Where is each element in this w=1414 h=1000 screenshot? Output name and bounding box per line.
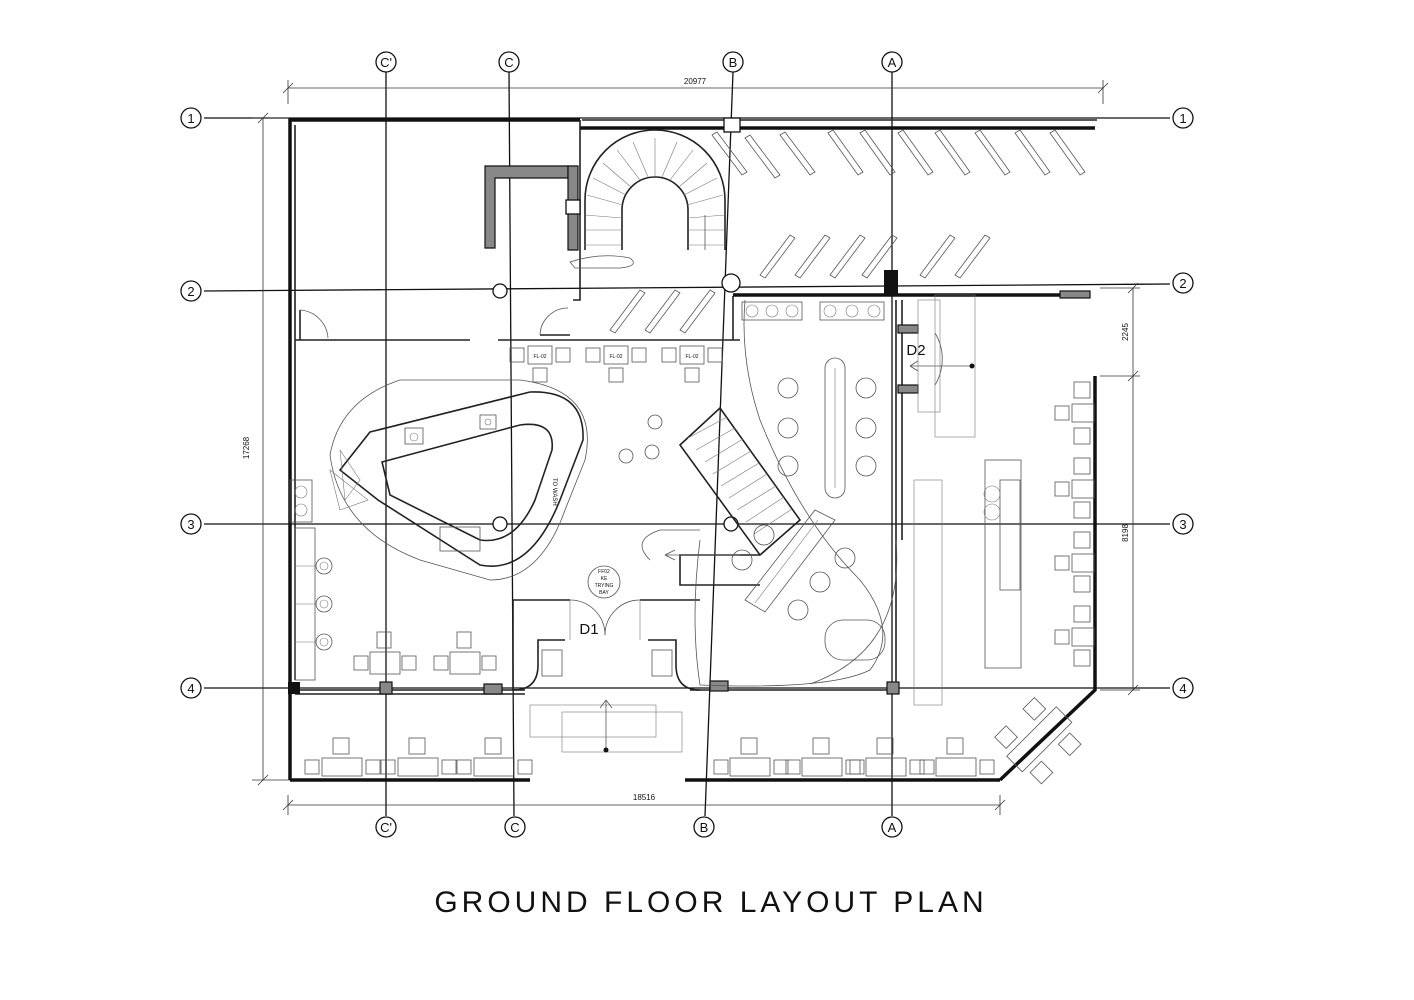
grid-bubble-right-1: 1	[1172, 107, 1194, 129]
svg-text:C: C	[504, 55, 513, 70]
svg-text:FL-02: FL-02	[533, 354, 546, 360]
grid-bubble-left-1: 1	[180, 107, 202, 129]
corner-diagonal-displays	[994, 697, 1082, 785]
storage-wall	[484, 165, 581, 251]
grid-bubble-top-b: B	[722, 51, 744, 73]
svg-text:B: B	[700, 820, 709, 835]
grid-bubble-left-2: 2	[180, 280, 202, 302]
svg-text:TO WASH: TO WASH	[551, 478, 557, 506]
plan-title: GROUND FLOOR LAYOUT PLAN	[434, 886, 987, 919]
forecourt-ramp	[529, 699, 683, 753]
entrance-d2: D2	[897, 294, 976, 438]
svg-text:3: 3	[187, 517, 194, 532]
parked-vehicles	[609, 129, 1086, 334]
grid-bubble-right-3: 3	[1172, 513, 1194, 535]
fitting-bay: FF02 KE TRYING BAY	[587, 565, 621, 599]
grid-bubble-top-cprime: C'	[375, 51, 397, 73]
display-table-left-2	[433, 631, 497, 675]
svg-text:C: C	[510, 820, 519, 835]
svg-text:B: B	[729, 55, 738, 70]
svg-text:1: 1	[1179, 111, 1186, 126]
straight-staircase	[641, 406, 802, 586]
bottom-row-displays-right	[713, 737, 995, 777]
svg-text:3: 3	[1179, 517, 1186, 532]
lounge-shelf-top	[741, 301, 885, 321]
dimension-bottom: 18516	[282, 793, 1006, 815]
svg-text:4: 4	[1179, 681, 1186, 696]
grid-bubble-left-3: 3	[180, 513, 202, 535]
bottom-row-displays-left	[304, 737, 533, 777]
dimension-left: 17268	[242, 112, 290, 786]
display-table-top-3: FL-02	[661, 345, 723, 383]
grid-bubble-right-4: 4	[1172, 677, 1194, 699]
grid-bubble-bottom-c: C	[504, 816, 526, 838]
right-wing-panels	[913, 459, 1022, 706]
svg-text:FL-02: FL-02	[609, 354, 622, 360]
grid-bubble-left-4: 4	[180, 677, 202, 699]
dimension-right: 2245 8198	[1100, 282, 1140, 696]
svg-text:C': C'	[380, 820, 392, 835]
grid-bubble-bottom-cprime: C'	[375, 816, 397, 838]
right-wall-displays	[1054, 381, 1095, 667]
svg-text:20977: 20977	[684, 77, 707, 86]
svg-text:BAY: BAY	[599, 590, 609, 596]
interior-walls	[295, 120, 903, 695]
curved-staircase	[569, 129, 726, 269]
service-counter: TO WASH	[329, 379, 588, 581]
svg-text:D1: D1	[579, 621, 598, 638]
svg-text:FL-02: FL-02	[685, 354, 698, 360]
grid-bubble-right-2: 2	[1172, 272, 1194, 294]
svg-text:2: 2	[187, 284, 194, 299]
grid-bubble-bottom-a: A	[881, 816, 903, 838]
svg-text:4: 4	[187, 681, 194, 696]
svg-text:D2: D2	[906, 342, 925, 359]
dimension-top: 20977	[282, 77, 1109, 104]
svg-text:1: 1	[187, 111, 194, 126]
left-display-wall	[289, 479, 333, 681]
svg-text:A: A	[888, 820, 897, 835]
grid-bubble-top-a: A	[881, 51, 903, 73]
center-stools	[618, 414, 663, 464]
svg-text:A: A	[888, 55, 897, 70]
svg-text:17268: 17268	[242, 436, 251, 459]
exterior-walls	[288, 118, 1097, 782]
display-table-top-1: FL-02	[509, 345, 571, 383]
svg-text:2245: 2245	[1121, 323, 1130, 341]
svg-text:FF02: FF02	[598, 569, 610, 575]
svg-text:8198: 8198	[1121, 524, 1130, 542]
svg-text:18516: 18516	[633, 793, 656, 802]
lounge-zone	[694, 299, 898, 687]
entrance-d1: D1	[512, 599, 701, 691]
grid-lines	[203, 71, 1171, 817]
svg-text:KE: KE	[601, 576, 608, 582]
grid-bubble-bottom-b: B	[693, 816, 715, 838]
grid-bubble-top-c: C	[498, 51, 520, 73]
display-table-left-1	[353, 631, 417, 675]
door-swing-upper-left	[299, 307, 570, 340]
display-table-top-2: FL-02	[585, 345, 647, 383]
svg-text:2: 2	[1179, 276, 1186, 291]
svg-text:C': C'	[380, 55, 392, 70]
svg-text:TRYING: TRYING	[595, 583, 614, 589]
